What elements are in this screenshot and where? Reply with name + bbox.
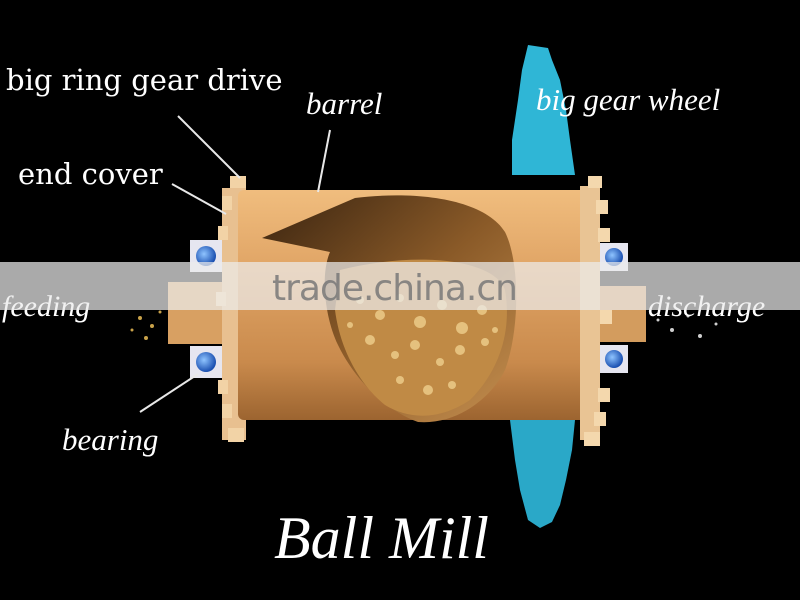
watermark-band: [0, 262, 800, 310]
discharge-particles: [656, 314, 718, 338]
big-ring-gear: [580, 176, 612, 446]
label-bearing: bearing: [62, 422, 159, 457]
label-end-cover: end cover: [18, 157, 163, 191]
bearing-icon: [190, 240, 628, 378]
big-gear-wheel: [510, 45, 575, 528]
label-barrel: barrel: [306, 86, 383, 121]
diagram-title: Ball Mill: [274, 505, 489, 571]
label-big-ring-gear-drive: big ring gear drive: [6, 63, 283, 97]
label-big-gear-wheel: big gear wheel: [536, 82, 721, 117]
feed-particles: [130, 310, 162, 340]
watermark-text: trade.china.cn: [272, 268, 518, 309]
leader-lines: [139, 115, 331, 413]
